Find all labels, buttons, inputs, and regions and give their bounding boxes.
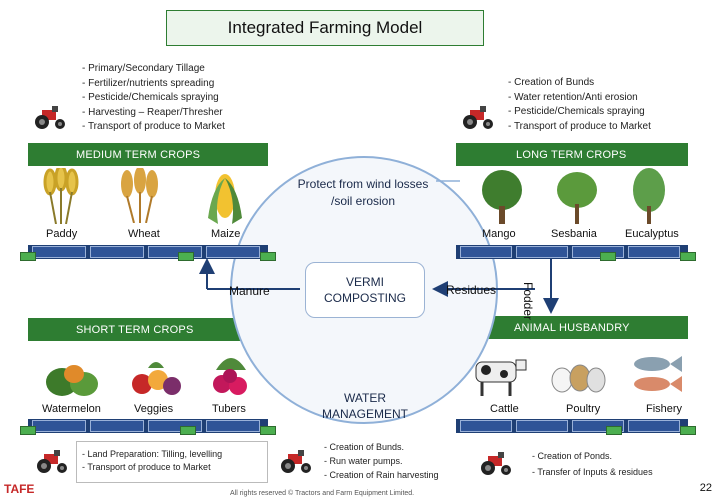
crop-label-veggies: Veggies — [134, 403, 174, 415]
mango-image — [482, 170, 522, 224]
fishery-image — [634, 356, 682, 392]
sesbania-image — [557, 172, 597, 224]
crop-label-eucalyptus: Eucalyptus — [625, 228, 679, 240]
title-box: Integrated Farming Model — [166, 10, 484, 46]
bottom-left-list: Land Preparation: Tilling, levellingTran… — [82, 448, 222, 473]
slot-cell — [32, 246, 86, 258]
page-number: 22 — [699, 482, 712, 494]
fodder-label: Fodder — [521, 282, 535, 321]
bottom-left-box — [76, 441, 268, 483]
crop-label-watermelon: Watermelon — [42, 403, 101, 415]
cash-icon — [260, 252, 276, 261]
cash-icon — [680, 252, 696, 261]
bottom-mid-list-item: Creation of Bunds. — [324, 440, 439, 454]
tafe-logo: TAFE — [4, 482, 35, 496]
paddy-image — [43, 168, 79, 224]
eucalyptus-image — [633, 168, 665, 224]
medium-term-slots — [28, 245, 268, 259]
top-right-list-item: Creation of Bunds — [508, 76, 651, 91]
animal-label: ANIMAL HUSBANDRY — [514, 321, 630, 334]
animal-label-poultry: Poultry — [566, 403, 601, 415]
tractor-icon — [481, 452, 511, 475]
top-left-list: Primary/Secondary TillageFertilizer/nutr… — [82, 62, 225, 135]
slot-cell — [516, 420, 568, 432]
wheat-image — [121, 168, 158, 223]
cash-icon — [260, 426, 276, 435]
bottom-left-list-item: Transport of produce to Market — [82, 461, 222, 474]
maize-image — [208, 174, 242, 224]
cash-icon — [680, 426, 696, 435]
protect-text: Protect from wind losses /soil erosion — [297, 177, 429, 208]
slot-cell — [572, 246, 624, 258]
crop-label-mango: Mango — [482, 228, 516, 240]
animal-label-cattle: Cattle — [490, 403, 519, 415]
bottom-right-list: Creation of Ponds.Transfer of Inputs & r… — [532, 448, 653, 480]
animal-label-fishery: Fishery — [646, 403, 683, 415]
short-term-slots — [28, 419, 268, 433]
slot-cell — [206, 420, 260, 432]
crop-label-sesbania: Sesbania — [551, 228, 597, 240]
vermi-composting-box: VERMI COMPOSTING — [305, 262, 425, 318]
crop-label-maize: Maize — [211, 228, 241, 240]
watermelon-image — [46, 365, 98, 396]
top-right-list-item: Water retention/Anti erosion — [508, 91, 651, 106]
slot-cell — [628, 246, 680, 258]
top-left-list-item: Fertilizer/nutrients spreading — [82, 77, 225, 92]
cash-icon — [600, 252, 616, 261]
tractor-icon — [281, 450, 311, 473]
medium-term-band: MEDIUM TERM CROPS — [28, 143, 268, 166]
long-term-label: LONG TERM CROPS — [516, 148, 627, 161]
long-term-band: LONG TERM CROPS — [456, 143, 688, 166]
page-title: Integrated Farming Model — [227, 18, 423, 37]
slot-cell — [206, 246, 260, 258]
medium-term-label: MEDIUM TERM CROPS — [76, 148, 201, 161]
animal-band: ANIMAL HUSBANDRY — [456, 316, 688, 339]
water-management-box: WATER MANAGEMENT — [310, 386, 420, 426]
slot-cell — [628, 420, 680, 432]
tubers-image — [213, 358, 247, 395]
residues-label: Residues — [446, 283, 497, 297]
top-right-list-item: Pesticide/Chemicals spraying — [508, 105, 651, 120]
manure-label: Manure — [229, 284, 270, 298]
slot-cell — [90, 420, 144, 432]
bottom-right-list-item: Creation of Ponds. — [532, 448, 653, 464]
crop-label-tubers: Tubers — [212, 403, 246, 415]
top-left-list-item: Transport of produce to Market — [82, 120, 225, 135]
slot-cell — [90, 246, 144, 258]
slot-cell — [32, 420, 86, 432]
tractor-icon — [463, 106, 493, 129]
bottom-mid-list: Creation of Bunds.Run water pumps.Creati… — [324, 440, 439, 482]
short-term-label: SHORT TERM CROPS — [76, 323, 194, 336]
cash-icon — [20, 252, 36, 261]
poultry-image — [551, 364, 606, 393]
bottom-left-list-item: Land Preparation: Tilling, levelling — [82, 448, 223, 461]
top-left-list-item: Primary/Secondary Tillage — [82, 62, 225, 77]
cash-icon — [606, 426, 622, 435]
tractor-icon — [35, 106, 65, 129]
short-term-band: SHORT TERM CROPS — [28, 318, 268, 341]
cash-icon — [178, 252, 194, 261]
animal-slots — [456, 419, 688, 433]
cash-icon — [180, 426, 196, 435]
top-left-list-item: Harvesting – Reaper/Thresher — [82, 106, 225, 121]
copyright-text: All rights reserved © Tractors and Farm … — [230, 490, 415, 497]
crop-label-paddy: Paddy — [46, 228, 78, 240]
slot-cell — [460, 420, 512, 432]
slot-cell — [516, 246, 568, 258]
bottom-mid-list-item: Creation of Rain harvesting — [324, 468, 439, 482]
veggies-image — [132, 362, 181, 395]
top-left-list-item: Pesticide/Chemicals spraying — [82, 91, 225, 106]
cash-icon — [20, 426, 36, 435]
cattle-image — [475, 359, 527, 396]
bottom-right-list-item: Transfer of Inputs & residues — [532, 464, 652, 480]
water-management-label: WATER MANAGEMENT — [321, 391, 408, 421]
vermi-composting-label: VERMI COMPOSTING — [323, 275, 406, 305]
tractor-icon — [37, 450, 67, 473]
top-right-list: Creation of BundsWater retention/Anti er… — [508, 76, 651, 134]
long-term-slots — [456, 245, 688, 259]
slot-cell — [460, 246, 512, 258]
top-right-list-item: Transport of produce to Market — [508, 120, 651, 135]
crop-label-wheat: Wheat — [128, 228, 160, 240]
bottom-mid-list-item: Run water pumps. — [324, 454, 439, 468]
